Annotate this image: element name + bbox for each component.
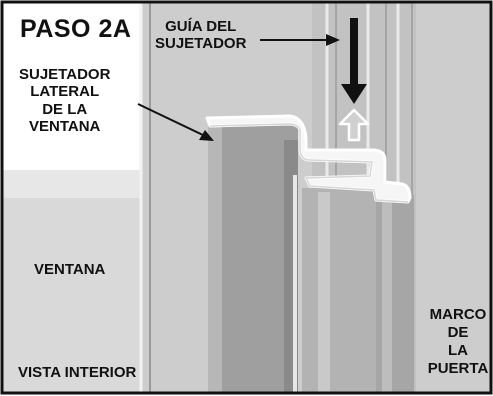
door-frame-line-4: PUERTA	[427, 360, 489, 377]
door-frame-line-3: LA	[448, 342, 468, 359]
fastener-guide-label: GUÍA DEL SUJETADOR	[155, 18, 246, 53]
door-frame-line-2: DE	[447, 324, 469, 341]
leader-fastener-guide	[260, 34, 340, 46]
step-title: PASO 2A	[20, 15, 132, 43]
channel-piece-right	[376, 195, 414, 393]
channel-piece	[302, 188, 380, 393]
arrow-down-icon	[341, 18, 367, 104]
side-window-fastener-label: SUJETADOR LATERAL DE LA VENTANA	[19, 66, 110, 135]
side-fastener-highlight	[208, 120, 222, 393]
side-fastener-line-3: DE LA	[42, 100, 88, 118]
side-fastener-line-1: SUJETADOR	[19, 66, 111, 83]
fastener-guide-line-2: SUJETADOR	[155, 35, 247, 53]
door-frame-line-1: MARCO	[429, 306, 487, 323]
interior-view-label: VISTA INTERIOR	[18, 364, 137, 381]
side-fastener-line-2: LATERAL	[30, 83, 100, 101]
channel-piece-right-highlight	[382, 200, 392, 393]
window-label: VENTANA	[34, 261, 106, 278]
arrow-up-outline-icon	[338, 108, 370, 142]
door-frame-label: MARCO DE LA PUERTA	[418, 306, 493, 378]
window-panel	[2, 198, 141, 393]
window-edge-band	[2, 170, 141, 198]
top-left-white-panel	[2, 2, 141, 170]
leader-side-fastener	[137, 103, 214, 141]
fastener-profile-inner	[209, 123, 409, 203]
side-fastener-line-4: VENTANA	[29, 117, 101, 135]
fastener-guide-line-1: GUÍA DEL	[165, 18, 237, 35]
channel-piece-highlight	[318, 192, 330, 393]
side-fastener-body	[208, 120, 298, 393]
